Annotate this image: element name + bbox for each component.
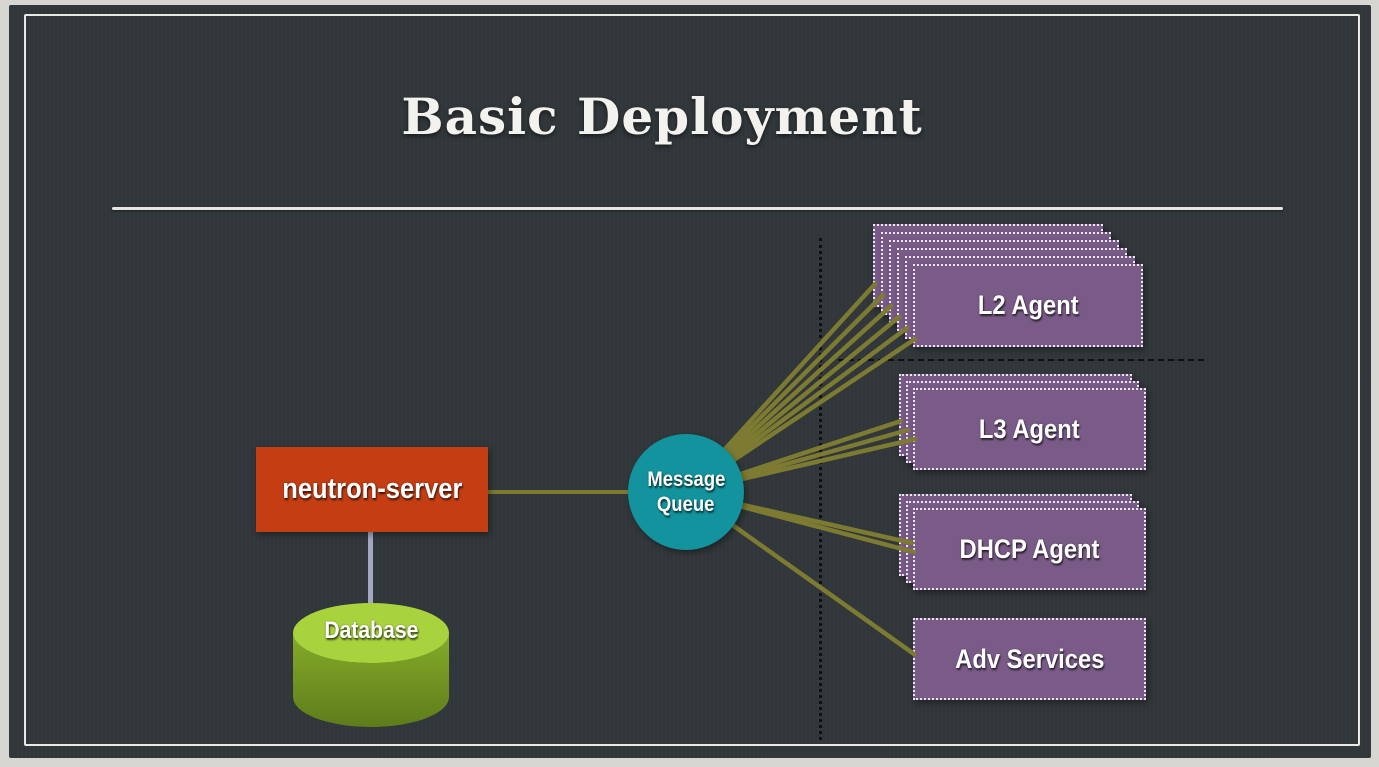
dhcp-agent-box: DHCP Agent [913, 508, 1146, 590]
adv-services-box: Adv Services [913, 618, 1146, 700]
neutron-server-label: neutron-server [281, 473, 463, 505]
message-queue-label-line1: Message [646, 468, 726, 491]
horizontal-dotted-separator [838, 359, 1204, 361]
vertical-dotted-separator [819, 238, 822, 740]
server-database-connector [368, 530, 373, 615]
database-cylinder-top [293, 603, 449, 663]
database-label: Database [324, 617, 418, 644]
adv-services-label: Adv Services [954, 643, 1105, 674]
l3-agent-box: L3 Agent [913, 388, 1146, 470]
title-divider [112, 207, 1283, 210]
l2-agent-box: L2 Agent [913, 264, 1143, 347]
l3-agent-label: L3 Agent [979, 413, 1080, 444]
dhcp-agent-label: DHCP Agent [959, 533, 1100, 564]
message-queue-label-line2: Queue [657, 493, 715, 516]
database-cylinder [293, 603, 449, 727]
message-queue-node: Message Queue [628, 434, 744, 550]
database-label-wrap: Database [291, 617, 451, 645]
slide-title: Basic Deployment [401, 87, 923, 146]
l2-agent-label: L2 Agent [977, 290, 1079, 320]
neutron-server-node: neutron-server [256, 447, 488, 532]
database-cylinder-body [293, 633, 449, 727]
